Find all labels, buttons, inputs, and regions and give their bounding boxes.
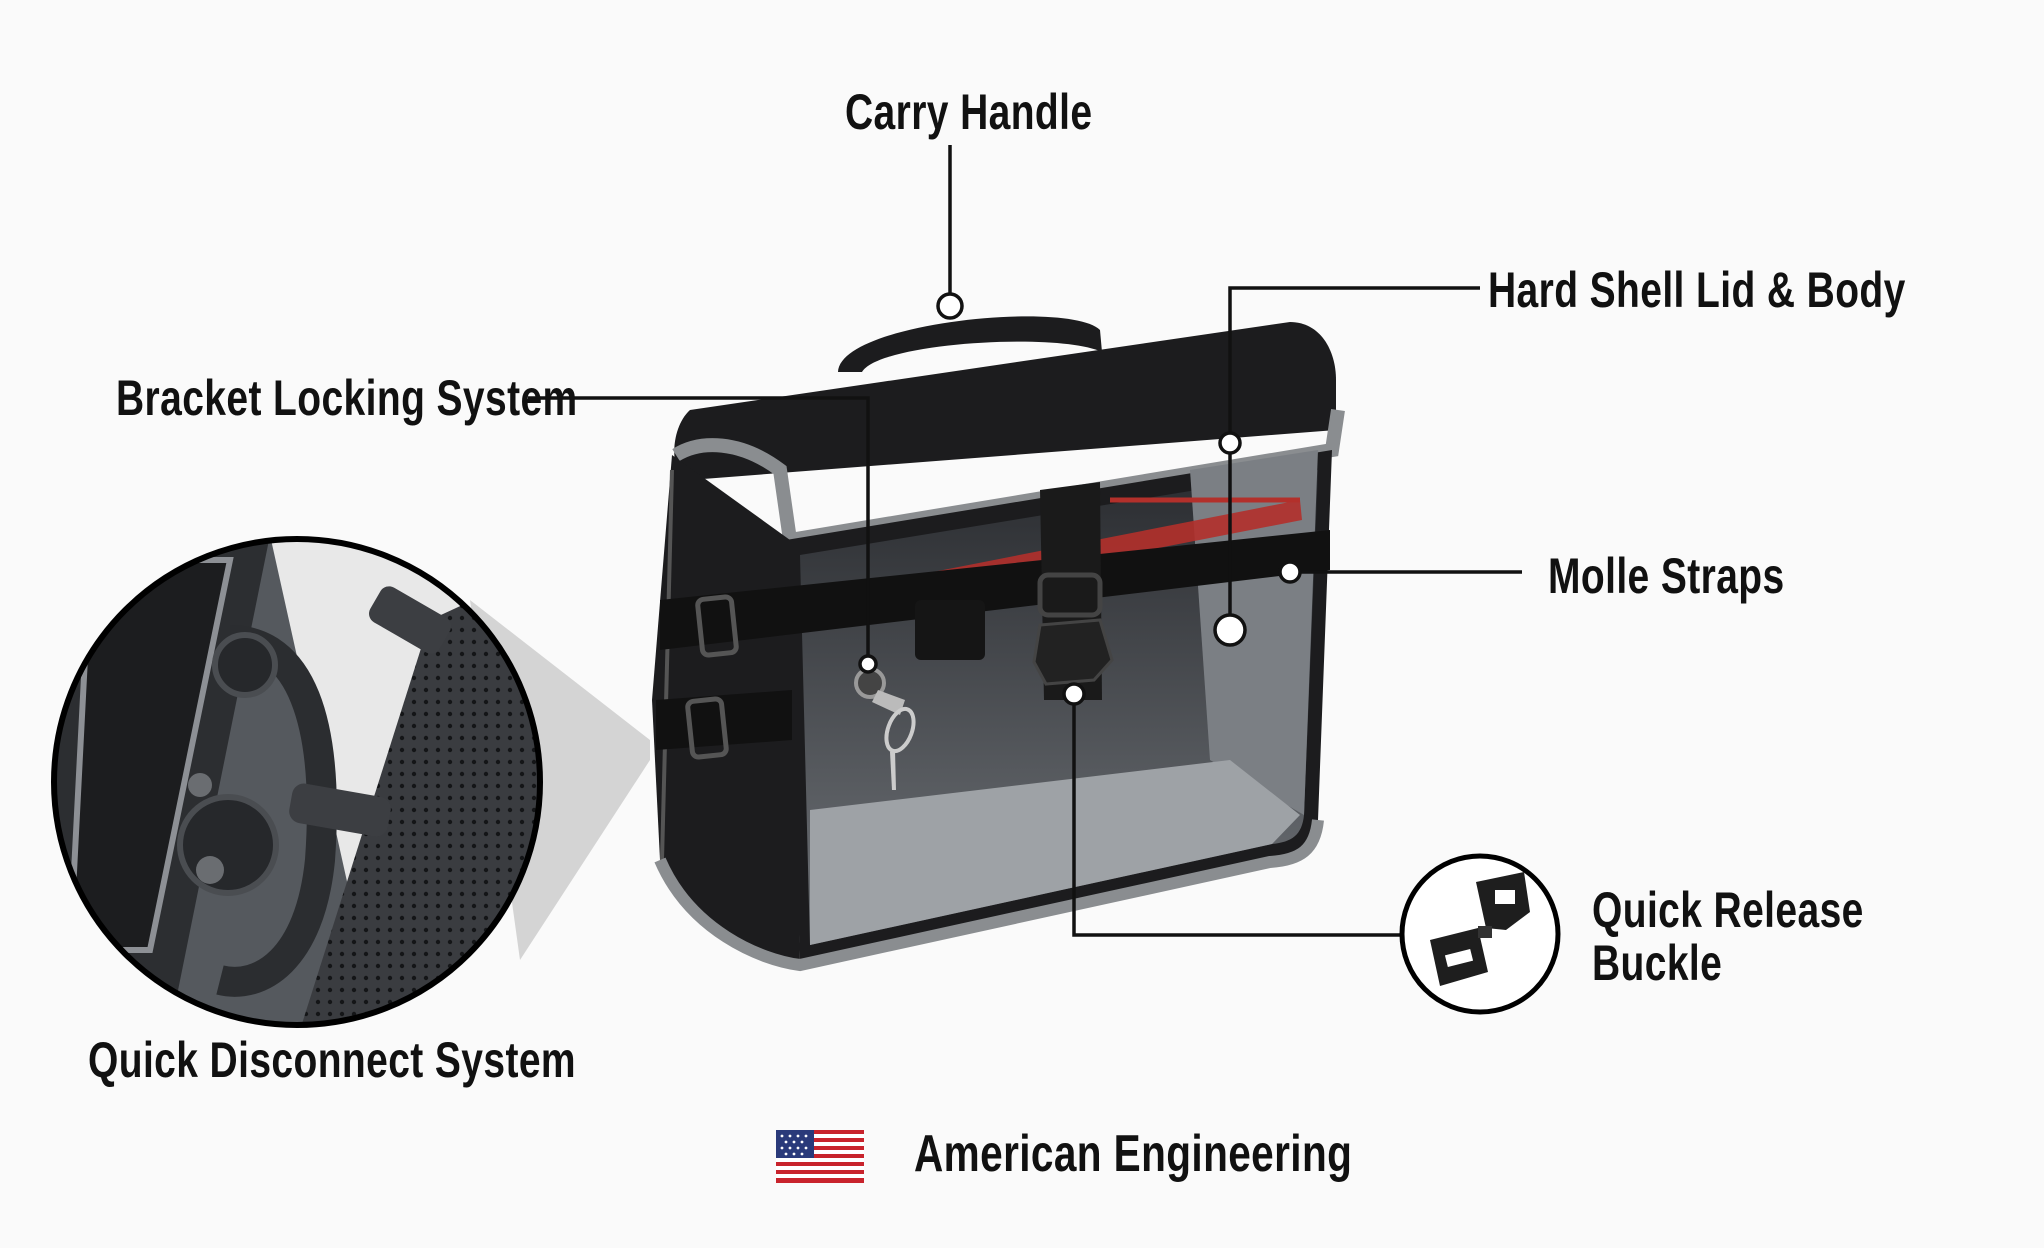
label-bracket-locking: Bracket Locking System	[116, 370, 578, 426]
callout-lines	[528, 145, 1522, 937]
side-trim	[660, 469, 674, 861]
lid-trim	[672, 408, 1345, 549]
bag-lid	[674, 322, 1336, 480]
label-quick-release-buckle: Quick Release Buckle	[1592, 884, 1864, 989]
label-quick-release-line1: Quick Release	[1592, 882, 1864, 938]
label-american-engineering: American Engineering	[914, 1125, 1353, 1183]
label-hard-shell: Hard Shell Lid & Body	[1488, 262, 1906, 318]
molle-strap-top	[660, 530, 1330, 650]
saddlebag-illustration	[652, 316, 1345, 972]
label-quick-release-line2: Buckle	[1592, 934, 1723, 991]
bottom-trim	[654, 819, 1324, 972]
quick-release-buckle-icon	[1399, 853, 1561, 1015]
label-molle-straps: Molle Straps	[1548, 548, 1785, 604]
buckle-on-bag	[1032, 618, 1114, 686]
carry-handle	[838, 316, 1102, 372]
quick-disconnect-zoom	[54, 539, 540, 1025]
zoom-circle-border	[51, 536, 543, 1028]
label-quick-disconnect: Quick Disconnect System	[88, 1032, 576, 1088]
us-flag-icon	[776, 1130, 864, 1183]
label-carry-handle: Carry Handle	[845, 84, 1093, 140]
key-lock-icon	[854, 667, 916, 790]
interior-floor	[810, 760, 1300, 945]
